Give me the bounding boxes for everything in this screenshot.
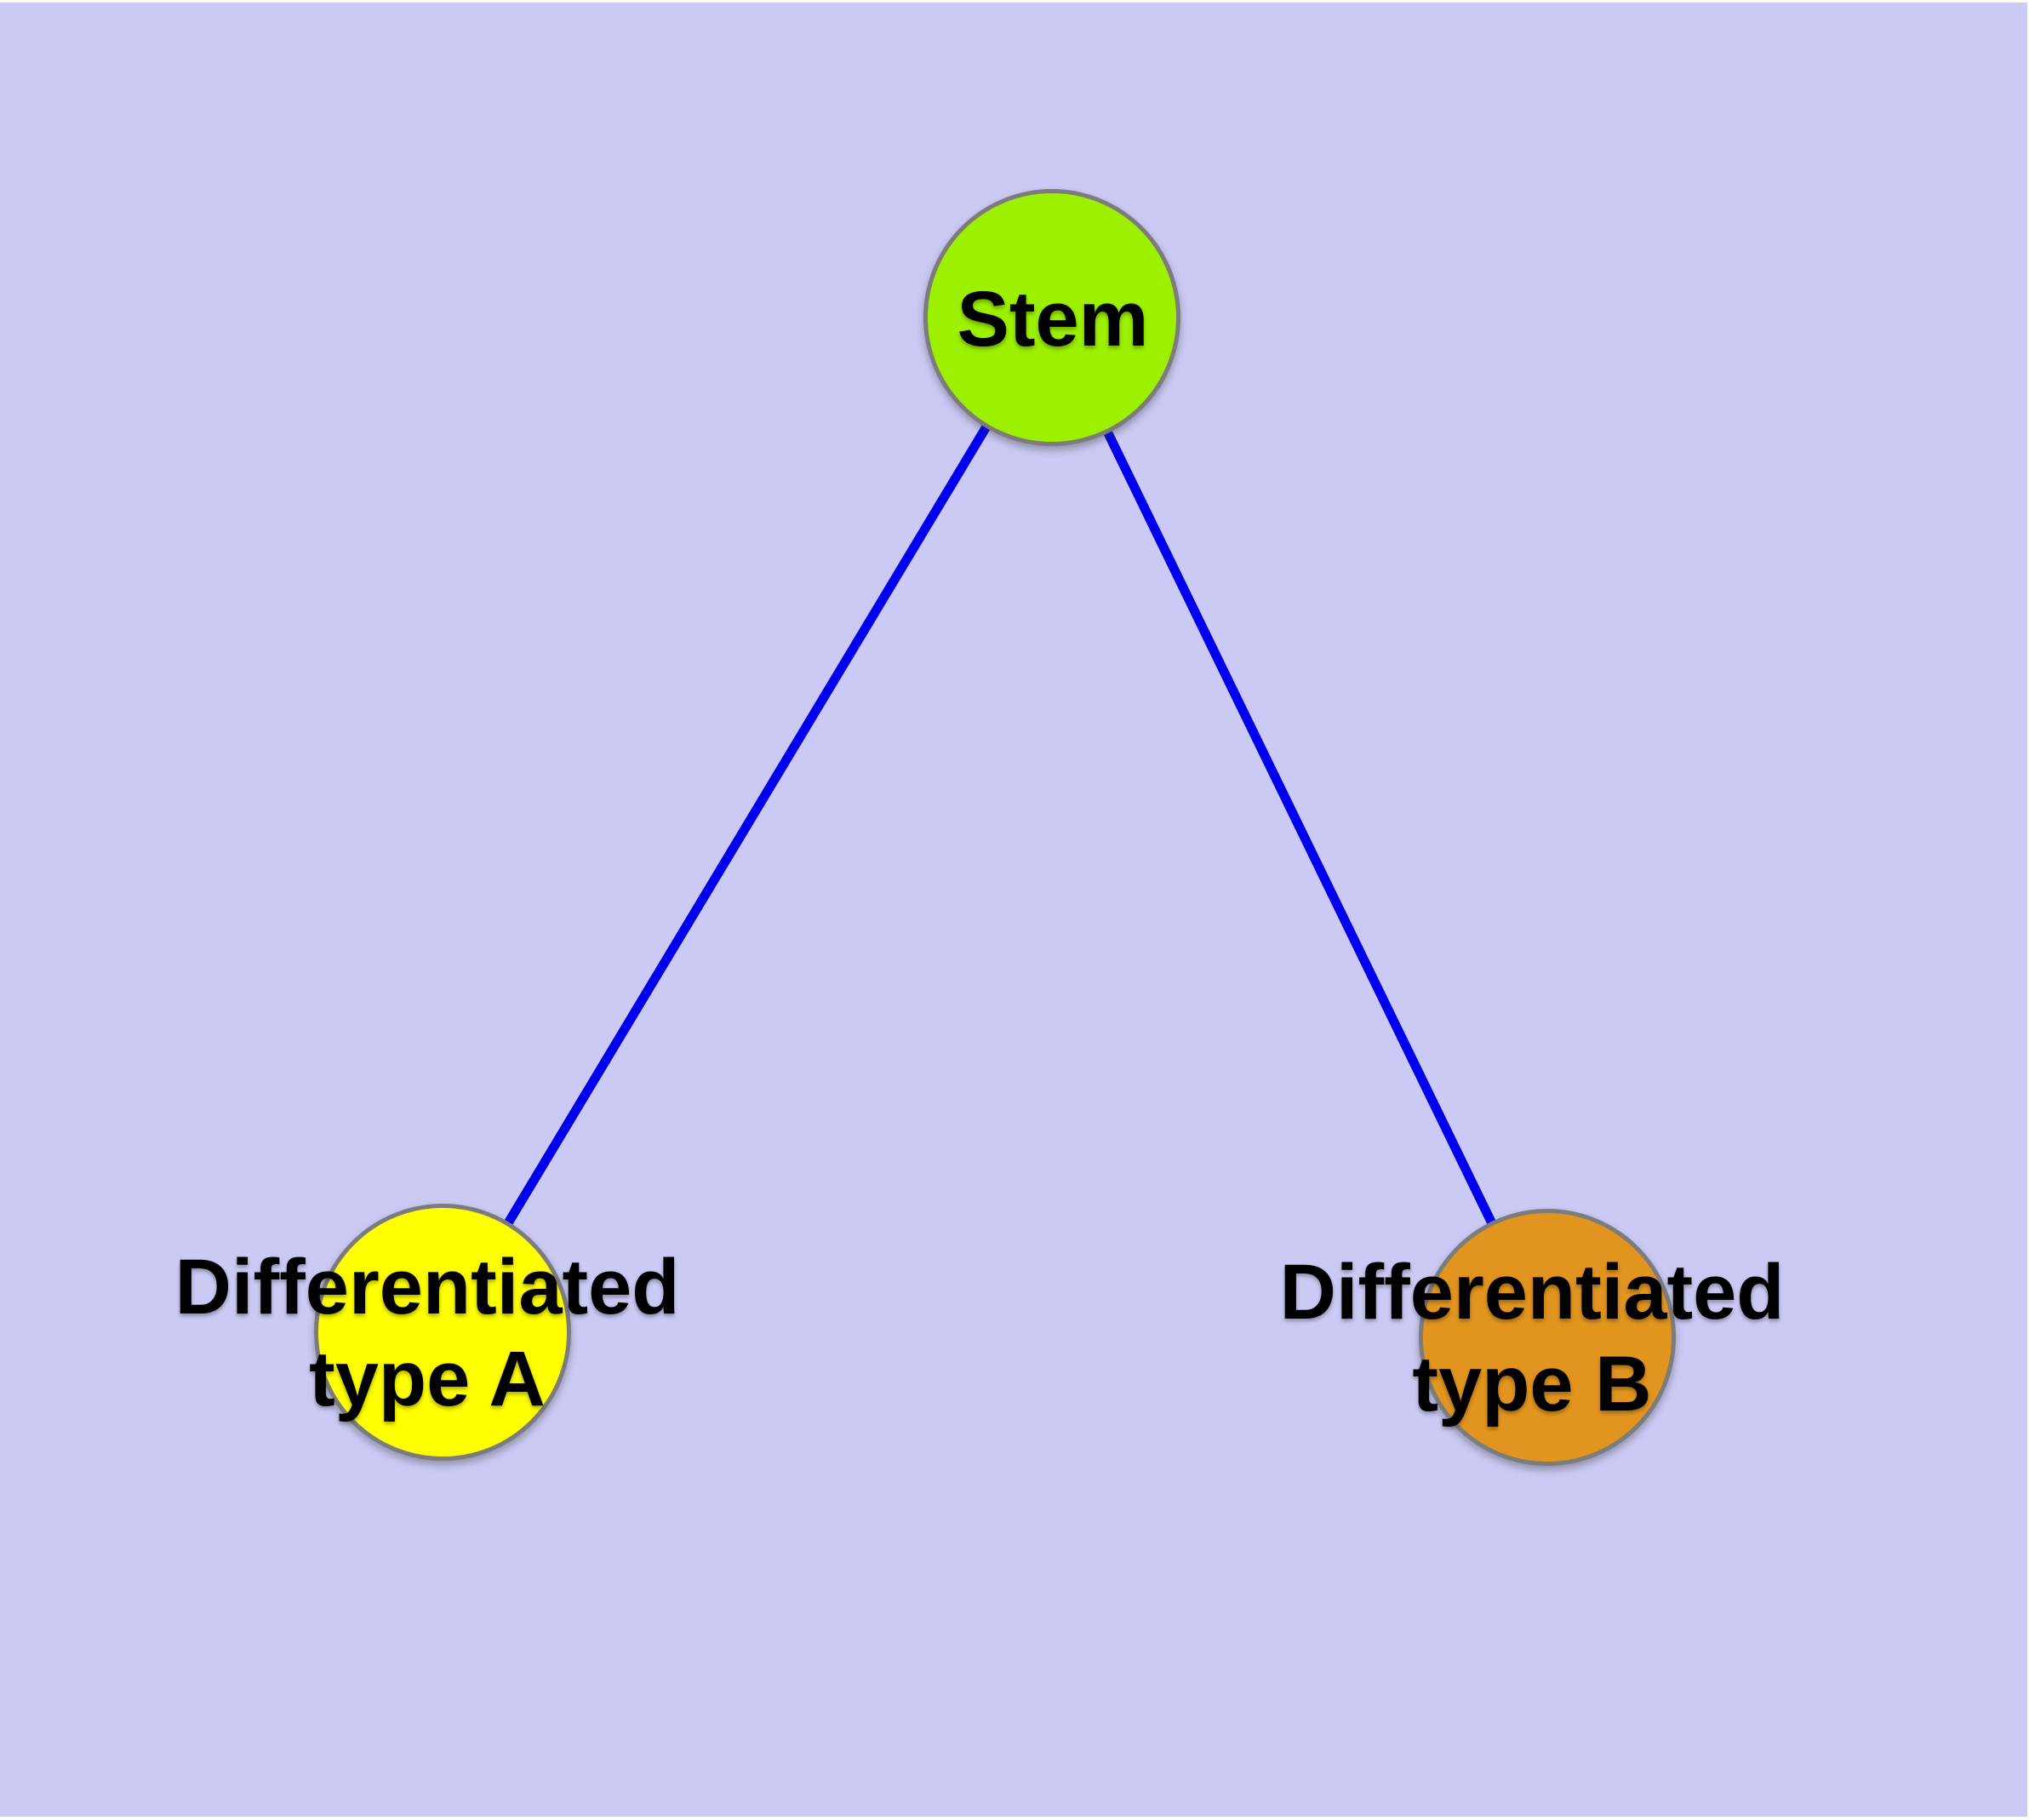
node-type-b-label: Differentiated type B (1280, 1246, 1785, 1430)
edge-stem-to-type-b[interactable] (1048, 315, 1552, 1340)
node-type-a-label-line2: type A (309, 1336, 546, 1422)
node-type-b-label-line2: type B (1412, 1341, 1652, 1428)
node-stem-label: Stem (957, 273, 1149, 365)
node-differentiated-type-a[interactable] (314, 1204, 571, 1461)
node-differentiated-type-b[interactable] (1419, 1209, 1676, 1466)
node-stem[interactable] (923, 189, 1180, 446)
node-type-a-label-line1: Differentiated (174, 1244, 680, 1331)
edge-stem-to-type-a[interactable] (438, 315, 1056, 1335)
node-type-b-label-line1: Differentiated (1279, 1249, 1785, 1336)
node-stem-label-text: Stem (957, 276, 1149, 363)
node-type-a-label: Differentiated type A (175, 1241, 680, 1425)
